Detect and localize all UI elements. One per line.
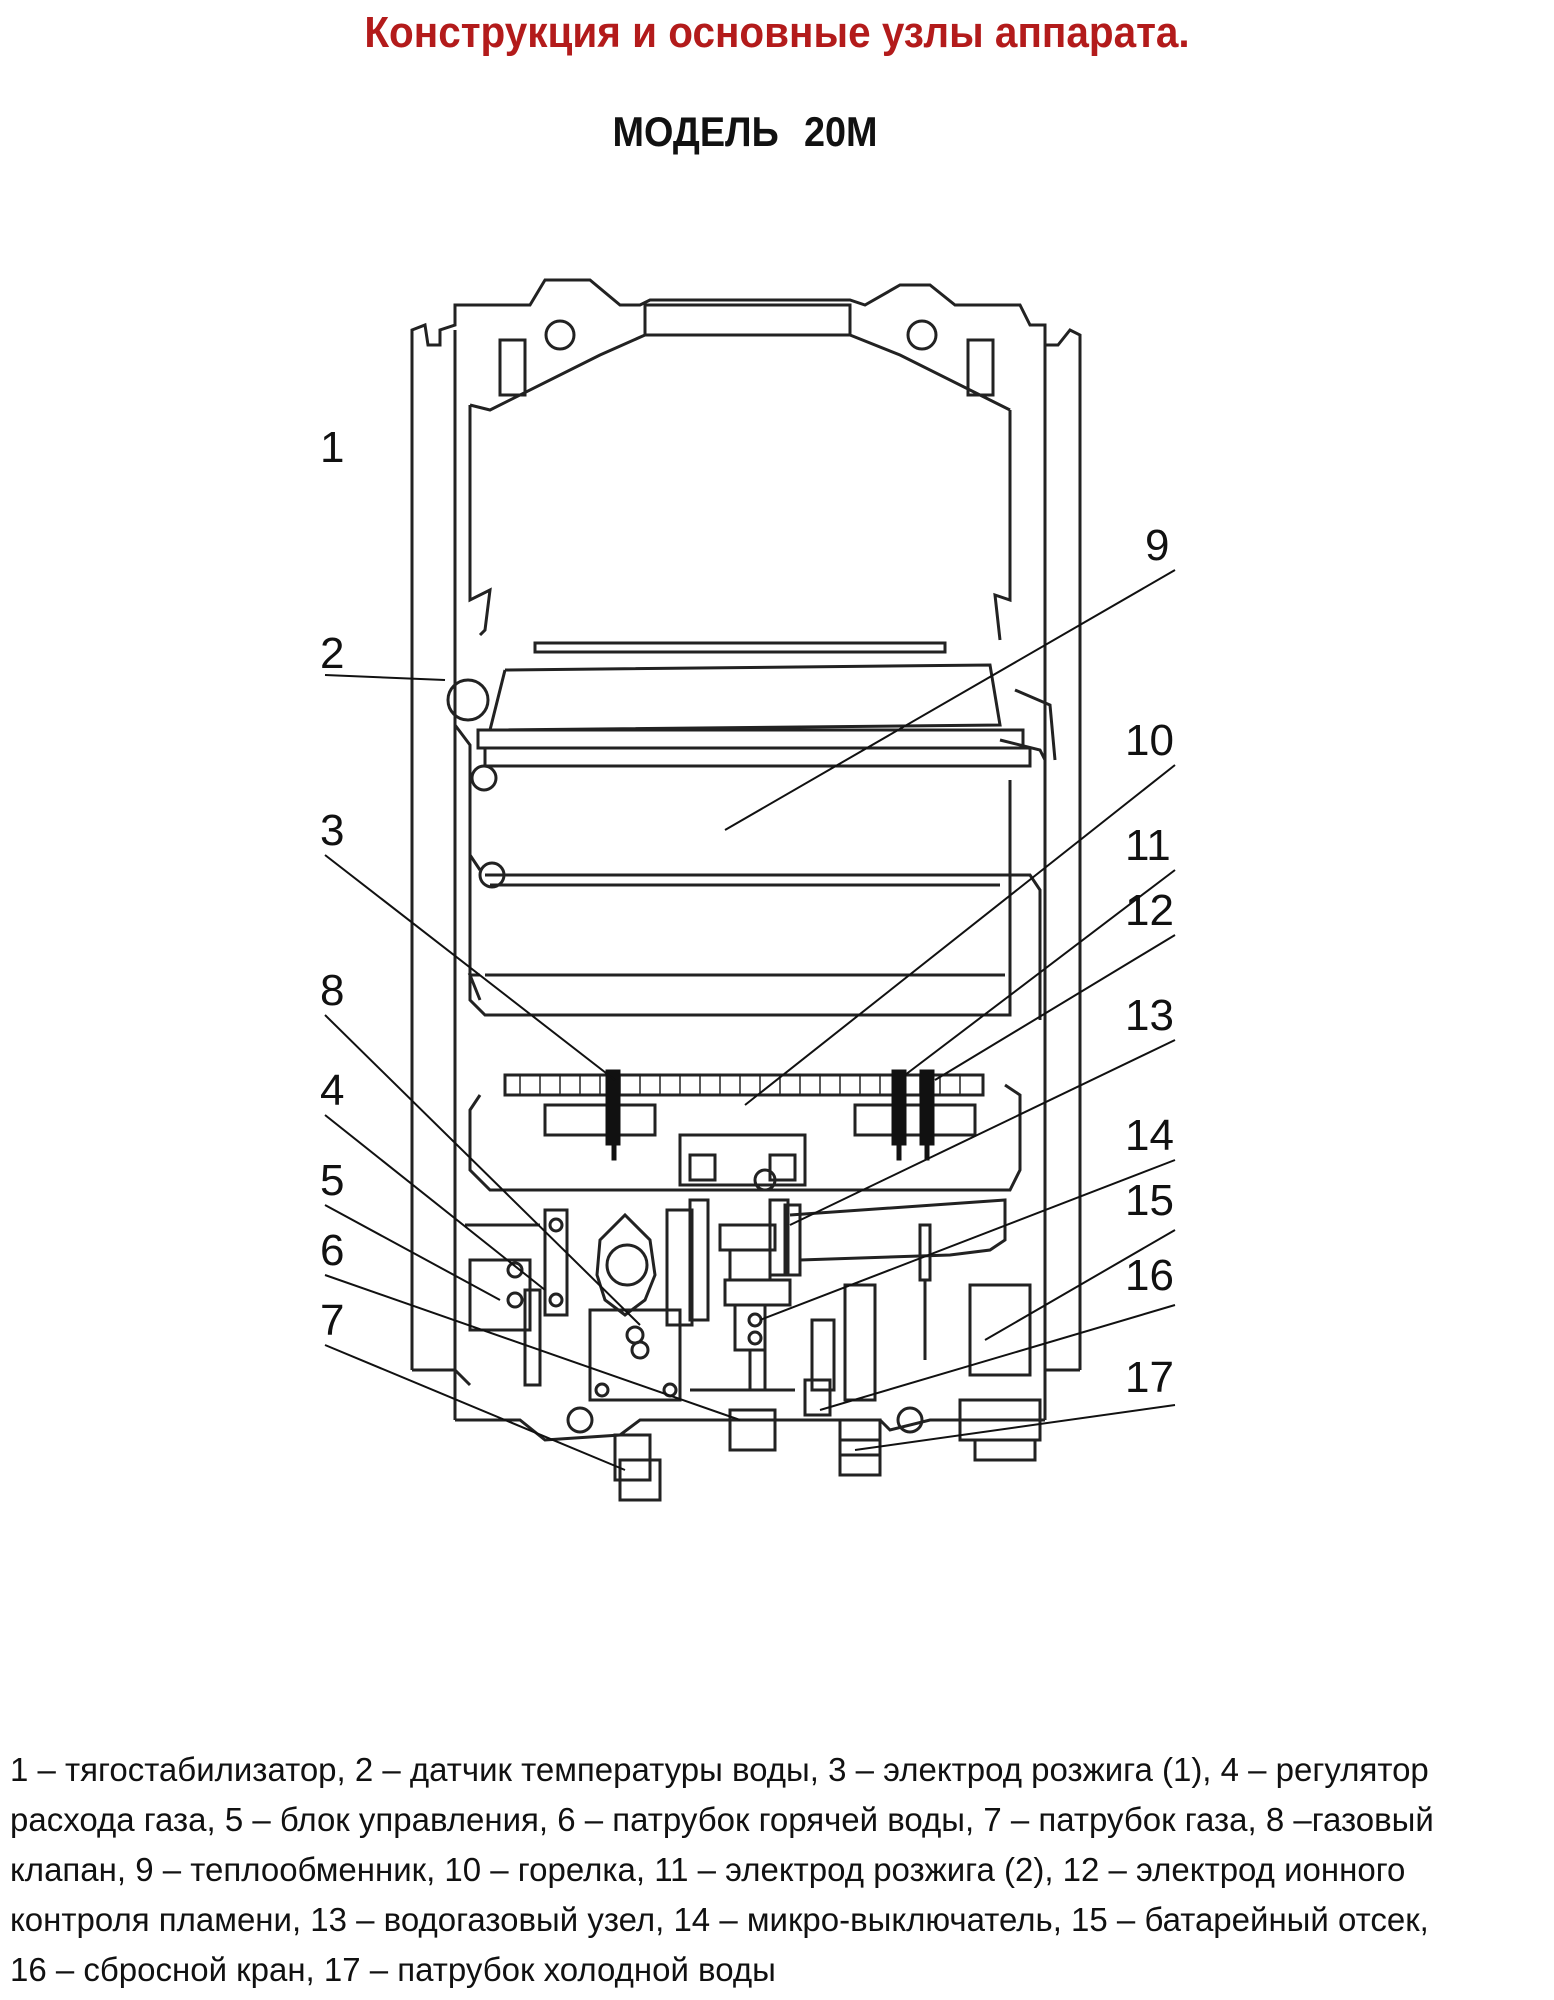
legend-line: расхода газа, 5 – блок управления, 6 – п… <box>10 1801 1434 1838</box>
model-label: МОДЕЛЬ 20M <box>75 108 1416 156</box>
callout-11: 11 <box>1125 821 1171 870</box>
diagram-title: Конструкция и основные узлы аппарата. <box>364 8 1190 57</box>
leader-lines <box>324 569 1176 1471</box>
heater-outline <box>410 278 1082 1502</box>
model-name: 20M <box>803 108 878 155</box>
legend-line: 1 – тягостабилизатор, 2 – датчик темпера… <box>10 1751 1429 1788</box>
callout-15: 15 <box>1125 1176 1174 1225</box>
callout-10: 10 <box>1125 716 1174 765</box>
callout-16: 16 <box>1125 1251 1174 1300</box>
callout-7: 7 <box>320 1296 344 1345</box>
parts-legend: 1 – тягостабилизатор, 2 – датчик темпера… <box>10 1745 1550 1995</box>
legend-line: 16 – сбросной кран, 17 – патрубок холодн… <box>10 1951 776 1988</box>
model-prefix: МОДЕЛЬ <box>612 108 779 155</box>
callout-1: 1 <box>320 423 344 472</box>
callout-3: 3 <box>320 806 344 855</box>
heater-diagram: 1 2 3 8 4 5 6 7 9 10 11 12 13 14 15 16 1… <box>320 278 1176 1502</box>
callout-9: 9 <box>1145 521 1169 570</box>
callout-2: 2 <box>320 629 344 678</box>
callout-8: 8 <box>320 966 344 1015</box>
callout-13: 13 <box>1125 991 1174 1040</box>
callout-6: 6 <box>320 1226 344 1275</box>
callout-14: 14 <box>1125 1111 1174 1160</box>
callout-17: 17 <box>1125 1353 1174 1402</box>
callout-12: 12 <box>1125 886 1174 935</box>
legend-line: клапан, 9 – теплообменник, 10 – горелка,… <box>10 1851 1406 1888</box>
callout-labels: 1 2 3 8 4 5 6 7 9 10 11 12 13 14 15 16 1… <box>320 423 1174 1402</box>
callout-4: 4 <box>320 1066 344 1115</box>
electrodes <box>605 1069 935 1161</box>
legend-line: контроля пламени, 13 – водогазовый узел,… <box>10 1901 1429 1938</box>
callout-5: 5 <box>320 1156 344 1205</box>
